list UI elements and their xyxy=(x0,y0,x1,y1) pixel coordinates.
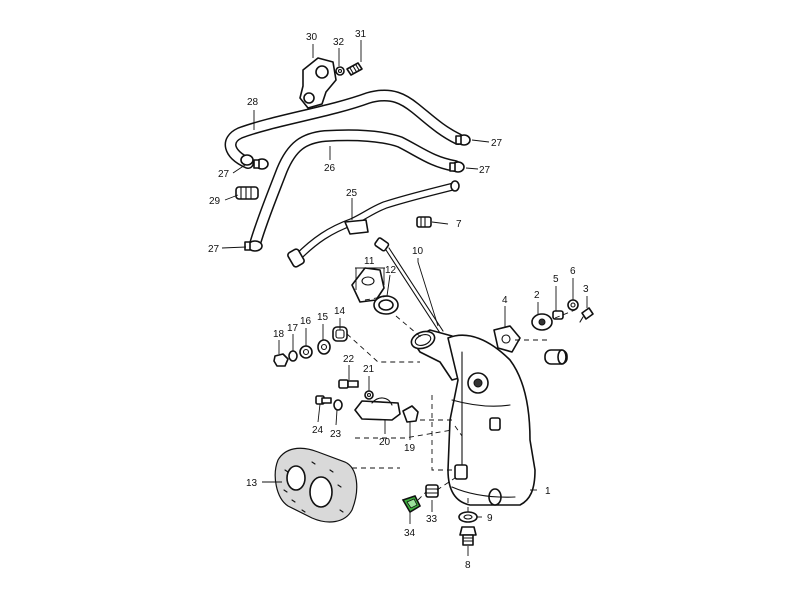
plug-part-33[interactable] xyxy=(425,484,439,498)
bolt-part-22[interactable] xyxy=(338,379,359,389)
callout-13: 13 xyxy=(246,478,258,489)
breather-pipe-part-25[interactable] xyxy=(287,180,460,268)
callout-30: 30 xyxy=(306,32,318,43)
callout-21: 21 xyxy=(363,364,375,375)
spacer-tube[interactable] xyxy=(544,349,568,365)
callout-12: 12 xyxy=(385,265,397,276)
leader-lines xyxy=(221,40,588,556)
hose-clamp-part-27-lower-left[interactable] xyxy=(244,240,263,252)
callout-27-lower-left: 27 xyxy=(208,244,220,255)
fitting-part-29[interactable] xyxy=(235,186,259,200)
callout-27-upper-right: 27 xyxy=(491,138,503,149)
callout-7: 7 xyxy=(456,219,462,230)
callout-28: 28 xyxy=(247,97,259,108)
hose-clamp-part-27-upper-right[interactable] xyxy=(455,134,471,146)
spacer-part-15[interactable] xyxy=(317,339,331,355)
callout-33: 33 xyxy=(426,514,438,525)
washer-part-6[interactable] xyxy=(567,299,579,311)
callout-20: 20 xyxy=(379,437,391,448)
washer-part-23[interactable] xyxy=(333,399,343,411)
seal-ring-part-12[interactable] xyxy=(373,295,399,315)
washer-part-32[interactable] xyxy=(335,66,345,76)
callout-24: 24 xyxy=(312,425,324,436)
nut-part-19[interactable] xyxy=(402,405,419,423)
callout-18: 18 xyxy=(273,329,285,340)
hose-part-26[interactable] xyxy=(249,129,461,250)
callout-23: 23 xyxy=(330,429,342,440)
callout-2: 2 xyxy=(534,290,540,301)
callout-16: 16 xyxy=(300,316,312,327)
mount-part-2[interactable] xyxy=(531,313,553,331)
callout-8: 8 xyxy=(465,560,471,571)
callout-6: 6 xyxy=(570,266,576,277)
hose-clamp-part-27-middle-right[interactable] xyxy=(449,161,465,173)
callout-31: 31 xyxy=(355,29,367,40)
callout-19: 19 xyxy=(404,443,416,454)
callout-10: 10 xyxy=(412,246,424,257)
nut-part-18[interactable] xyxy=(273,353,289,367)
callout-34: 34 xyxy=(404,528,416,539)
washer-part-17[interactable] xyxy=(288,350,298,362)
callout-9: 9 xyxy=(487,513,493,524)
callout-27-left: 27 xyxy=(218,169,230,180)
callout-27-middle-right: 27 xyxy=(479,165,491,176)
callout-5: 5 xyxy=(553,274,559,285)
washer-part-21[interactable] xyxy=(364,390,374,400)
callout-15: 15 xyxy=(317,312,329,323)
callout-25: 25 xyxy=(346,188,358,199)
callout-4: 4 xyxy=(502,295,508,306)
callout-1: 1 xyxy=(545,486,551,497)
callout-3: 3 xyxy=(583,284,589,295)
callout-29: 29 xyxy=(209,196,221,207)
drain-plug-part-8[interactable] xyxy=(459,526,477,546)
bracket-part-4[interactable] xyxy=(493,325,521,353)
assembly-lines xyxy=(346,295,576,512)
hose-part-28[interactable] xyxy=(224,89,464,169)
hose-clamp-part-27-left[interactable] xyxy=(240,154,269,170)
callout-32: 32 xyxy=(333,37,345,48)
bolt-part-31[interactable] xyxy=(346,62,363,76)
dipstick-part-10[interactable] xyxy=(374,237,444,334)
callout-14: 14 xyxy=(334,306,346,317)
washer-part-9[interactable] xyxy=(458,511,478,523)
highlighted-plug-part-34[interactable] xyxy=(401,495,422,514)
nut-part-5[interactable] xyxy=(552,310,564,320)
callout-11: 11 xyxy=(364,256,375,267)
oil-tank-part-1[interactable] xyxy=(409,328,536,506)
bracket-part-30[interactable] xyxy=(299,57,337,109)
callout-labels: 1 2 3 4 5 6 7 8 9 10 11 12 13 14 15 16 1… xyxy=(208,29,589,571)
callout-22: 22 xyxy=(343,354,355,365)
plug-part-7[interactable] xyxy=(416,216,432,228)
heat-shield-part-13[interactable] xyxy=(274,447,358,523)
callout-26: 26 xyxy=(324,163,336,174)
clamp-part-20[interactable] xyxy=(354,397,401,421)
bolt-part-3[interactable] xyxy=(579,307,594,323)
washer-part-16[interactable] xyxy=(299,345,313,359)
bolt-part-24[interactable] xyxy=(315,395,332,405)
callout-17: 17 xyxy=(287,323,299,334)
